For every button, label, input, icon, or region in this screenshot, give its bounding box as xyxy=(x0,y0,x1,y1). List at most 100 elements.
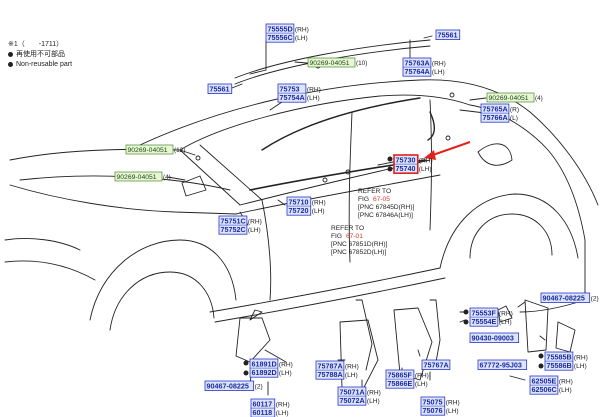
part-label-75561-top[interactable]: 75561 xyxy=(435,29,461,41)
part-number: 75554E xyxy=(472,317,497,326)
part-label-75555[interactable]: 75555D 75556C (RH) (LH) xyxy=(265,23,309,43)
part-number: 75553F xyxy=(472,308,497,317)
side-suffix: (LH) xyxy=(279,370,292,377)
side-suffix: (RH) xyxy=(307,86,321,93)
side-suffix: (LH) xyxy=(415,381,428,388)
part-label-75767[interactable]: 75767A xyxy=(421,359,451,371)
side-suffix: (LH) xyxy=(419,166,432,173)
part-label-75753[interactable]: 75753 75754A (RH) (LH) xyxy=(277,83,321,103)
side-suffix: (LH) xyxy=(574,363,587,370)
side-suffix: (LH) xyxy=(312,208,325,215)
part-label-75751[interactable]: 75751C 75752C (RH) (LH) xyxy=(218,215,262,235)
side-suffix: (RH) xyxy=(432,60,446,67)
legend-item-jp: 再使用不可部品 xyxy=(8,50,72,60)
part-label-75730[interactable]: 75730 75740 (RH) (LH) xyxy=(393,154,433,175)
part-number: 62506C xyxy=(532,385,557,394)
side-suffix: (RH) xyxy=(279,361,293,368)
part-number: 75766A xyxy=(483,113,508,122)
part-number: 60118 xyxy=(253,408,273,417)
refer-note-67-05: REFER TO FIG 67-05 [PNC 67845D(RH)] [PNC… xyxy=(358,188,415,219)
part-number: 75866E xyxy=(388,379,413,388)
part-label-75765[interactable]: 75765A 75766A (R) (L) xyxy=(480,103,519,123)
side-suffix: (LH) xyxy=(559,387,572,394)
part-label-75585[interactable]: 75585B 75586B (RH) (LH) xyxy=(544,351,588,371)
part-label-75787[interactable]: 75787A 75788A (RH) (LH) xyxy=(315,360,359,380)
part-label-75553[interactable]: 75553F 75554E (RH) (LH) xyxy=(469,307,513,327)
bolt-label-90269-12[interactable]: 90269-04051 (12) xyxy=(125,144,185,155)
part-label-75710[interactable]: 75710 75720 (RH) (LH) xyxy=(286,196,326,216)
non-reusable-marker-icon xyxy=(463,309,469,315)
bolt-label-box xyxy=(125,144,174,155)
part-number: 67772-95J03 xyxy=(480,360,522,369)
part-number: 75740 xyxy=(396,164,416,173)
bolt-label-90269-4-left[interactable]: 90269-04051 (4) xyxy=(114,171,171,182)
non-reusable-marker-icon xyxy=(243,370,249,376)
side-suffix: (LH) xyxy=(446,408,459,415)
bullet-icon xyxy=(8,51,13,57)
part-number: 75710 xyxy=(289,197,309,206)
part-label-box xyxy=(469,332,520,344)
part-number: 75788A xyxy=(318,370,343,379)
part-label-75865[interactable]: 75865F 75866E (RH) (LH) xyxy=(385,369,429,389)
side-suffix: (LH) xyxy=(307,95,320,102)
bolt-qty: (10) xyxy=(356,60,367,67)
side-suffix: (RH) xyxy=(574,354,588,361)
part-number: 75730 xyxy=(396,155,416,164)
side-suffix: (RH) xyxy=(419,157,433,164)
bolt-number: 90269-04051 xyxy=(128,147,168,154)
part-label-60117[interactable]: 60117 60118 (RH) (LH) xyxy=(250,398,290,417)
vehicle-line-drawing xyxy=(4,35,599,396)
qty-suffix: (2) xyxy=(591,295,599,302)
bolt-label-90269-10[interactable]: 90269-04051 (10) xyxy=(307,57,367,68)
fig-prefix: FIG xyxy=(358,196,369,203)
part-number: 75072A xyxy=(340,396,365,405)
side-suffix: (LH) xyxy=(499,319,512,326)
part-label-75075[interactable]: 75075 75076 (RH) (LH) xyxy=(420,396,460,416)
part-number: 75752C xyxy=(221,225,246,234)
refer-title: REFER TO xyxy=(358,188,391,195)
side-suffix: (RH) xyxy=(312,199,326,206)
bolt-label-box xyxy=(486,92,535,103)
part-label-box xyxy=(207,83,233,95)
bolt-number: 90269-04051 xyxy=(489,95,529,102)
pnc-rh: [PNC 67851D(RH)] xyxy=(331,241,388,248)
side-suffix: (RH) xyxy=(446,399,460,406)
non-reusable-marker-icon xyxy=(538,363,544,369)
part-number: 75585B xyxy=(547,352,572,361)
bullet-icon xyxy=(8,61,13,67)
legend-item-en: Non-reusable part xyxy=(8,60,72,70)
side-suffix: (RH) xyxy=(345,363,359,370)
part-label-90467-left[interactable]: 90467-08225 (2) xyxy=(204,380,263,392)
part-number: 75787A xyxy=(318,361,343,370)
side-suffix: (RH) xyxy=(248,218,262,225)
bolt-number: 90269-04051 xyxy=(117,174,157,181)
fig-link[interactable]: 67-05 xyxy=(373,196,390,203)
side-suffix: (RH) xyxy=(499,310,513,317)
part-number: 75754A xyxy=(280,93,305,102)
part-label-box xyxy=(435,29,461,41)
side-suffix: (RH) xyxy=(295,26,309,33)
bolt-label-90269-4-top[interactable]: 90269-04051 (4) xyxy=(486,92,543,103)
side-suffix: (L) xyxy=(510,115,518,122)
part-number: 75720 xyxy=(289,206,309,215)
part-label-62505[interactable]: 62505E 62506C (RH) (LH) xyxy=(529,375,573,395)
part-label-90467-right[interactable]: 90467-08225 (2) xyxy=(540,292,599,304)
part-label-61891[interactable]: 61891D 61892D (RH) (LH) xyxy=(249,358,293,378)
bolt-number: 90269-04051 xyxy=(310,60,350,67)
part-number: 75767A xyxy=(424,360,449,369)
part-label-67772[interactable]: 67772-95J03 xyxy=(477,359,528,371)
side-suffix: (RH) xyxy=(559,378,573,385)
refer-note-67-01: REFER TO FIG 67-01 [PNC 67851D(RH)] [PNC… xyxy=(331,225,388,256)
part-label-75561-left[interactable]: 75561 xyxy=(207,83,233,95)
part-label-box xyxy=(540,292,591,304)
fig-link[interactable]: 67-01 xyxy=(346,233,363,240)
highlight-arrow xyxy=(429,141,471,157)
part-number: 75751C xyxy=(221,216,246,225)
part-label-box xyxy=(421,359,451,371)
part-label-75071[interactable]: 75071A 75072A (RH) (LH) xyxy=(337,386,381,406)
part-label-75763[interactable]: 75763A 75764A (RH) (LH) xyxy=(402,57,446,77)
non-reusable-marker-icon xyxy=(538,353,544,359)
side-suffix: (RH) xyxy=(367,389,381,396)
part-label-90430[interactable]: 90430-09003 xyxy=(469,332,520,344)
